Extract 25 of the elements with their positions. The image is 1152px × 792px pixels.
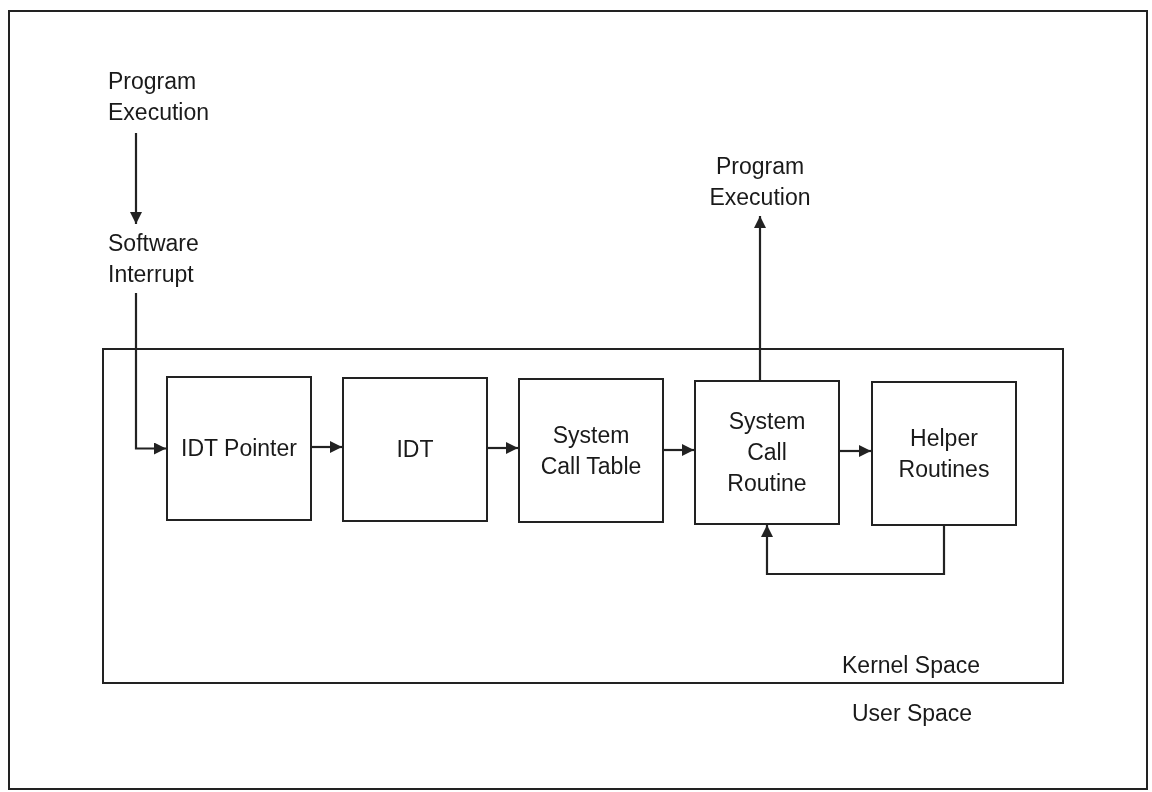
arrow xyxy=(312,441,342,453)
arrow xyxy=(664,444,694,456)
box-label: IDT Pointer xyxy=(180,434,298,463)
box-label: System Call Routine xyxy=(726,407,808,498)
region-label: User Space xyxy=(852,699,973,728)
user-space-frame xyxy=(8,10,1148,790)
flow-label: Program Execution xyxy=(690,151,830,215)
arrow xyxy=(134,293,166,455)
arrow xyxy=(130,133,142,224)
box-label: IDT xyxy=(395,435,435,464)
arrow xyxy=(754,216,766,380)
process-box xyxy=(342,377,488,522)
box-label: Helper Routines xyxy=(897,423,991,484)
process-box xyxy=(518,378,664,523)
arrow xyxy=(840,445,871,457)
flow-label: Program Execution xyxy=(108,66,248,130)
region-label: Kernel Space xyxy=(842,651,981,680)
process-box xyxy=(166,376,312,521)
arrow xyxy=(488,442,518,454)
kernel-space-box xyxy=(102,348,1064,684)
process-box xyxy=(694,380,840,525)
flow-label: Software Interrupt xyxy=(108,228,248,292)
process-box xyxy=(871,381,1017,526)
arrow xyxy=(761,525,946,576)
box-label: System Call Table xyxy=(539,420,643,481)
